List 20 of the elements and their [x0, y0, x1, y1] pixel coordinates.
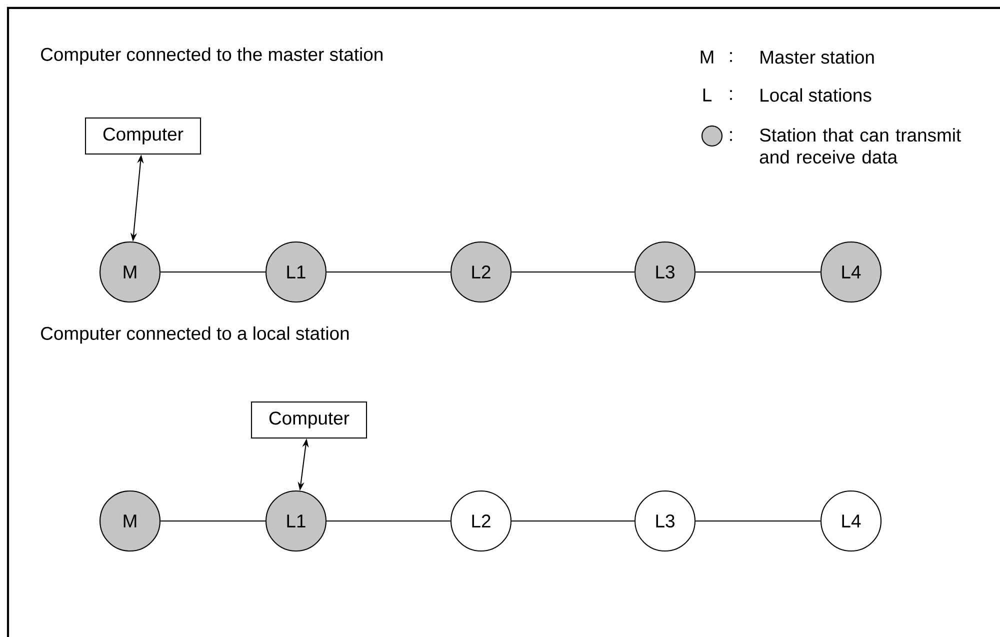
legend-text: Station that can transmit and receive data: [760, 128, 961, 164]
legend-symbol: :: [730, 90, 732, 100]
connecting-line: [696, 271, 820, 273]
connecting-line: [160, 271, 266, 273]
computer-box: Computer: [250, 401, 368, 439]
connecting-line: [160, 520, 266, 522]
legend-symbol: L: [703, 88, 712, 102]
connecting-line: [326, 271, 450, 273]
connecting-line: [696, 520, 820, 522]
legend-symbol: M: [700, 50, 714, 64]
legend-symbol: :: [730, 52, 732, 62]
section-heading: Computer connected to the master station: [41, 47, 382, 65]
section-heading: Computer connected to a local station: [41, 326, 349, 344]
connecting-line: [512, 520, 634, 522]
connecting-line: [512, 271, 634, 273]
connecting-line: [326, 520, 450, 522]
legend-text: Master station: [760, 50, 874, 64]
legend-text: Local stations: [760, 88, 872, 102]
legend-symbol: :: [730, 131, 732, 141]
computer-box: Computer: [84, 117, 202, 155]
